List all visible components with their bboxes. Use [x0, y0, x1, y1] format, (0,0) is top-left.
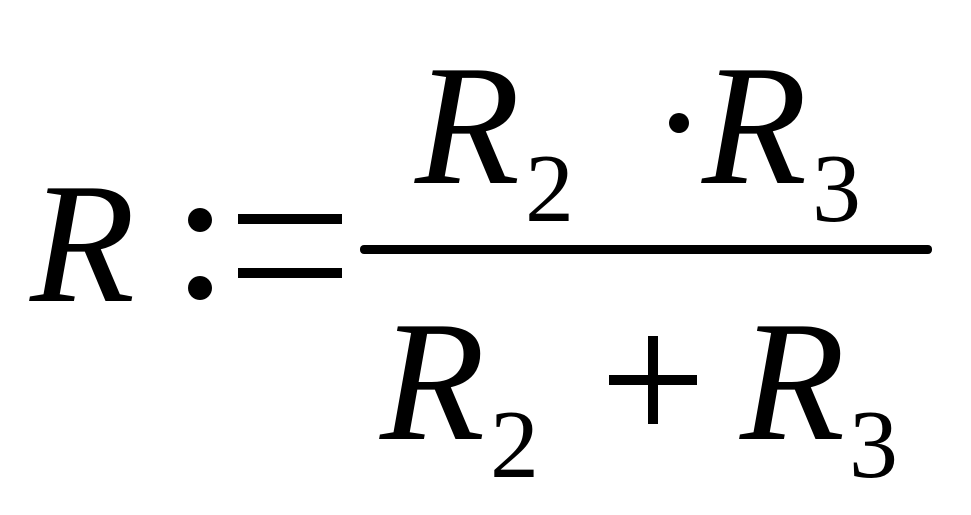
- numerator-multiply-dot: [669, 113, 689, 133]
- lhs-variable: R: [30, 149, 136, 339]
- denominator-term2-subscript: 3: [849, 391, 898, 499]
- assign-equals-bottom-bar: [238, 268, 342, 278]
- fraction-bar: [360, 245, 932, 254]
- assign-colon-bottom-dot: [188, 276, 212, 300]
- numerator-term1-subscript: 2: [525, 135, 574, 243]
- assign-equals-top-bar: [238, 214, 342, 224]
- denominator-plus-sign: [609, 336, 697, 424]
- plus-vertical: [648, 336, 658, 424]
- denominator-term1-subscript: 2: [490, 391, 539, 499]
- numerator-term2-subscript: 3: [812, 135, 861, 243]
- numerator-term2-base: R: [702, 31, 808, 221]
- assign-colon-top-dot: [188, 208, 212, 232]
- assign-operator: [188, 208, 343, 300]
- numerator-term1-base: R: [415, 31, 521, 221]
- denominator-term2-base: R: [740, 287, 846, 477]
- denominator-term1-base: R: [380, 287, 486, 477]
